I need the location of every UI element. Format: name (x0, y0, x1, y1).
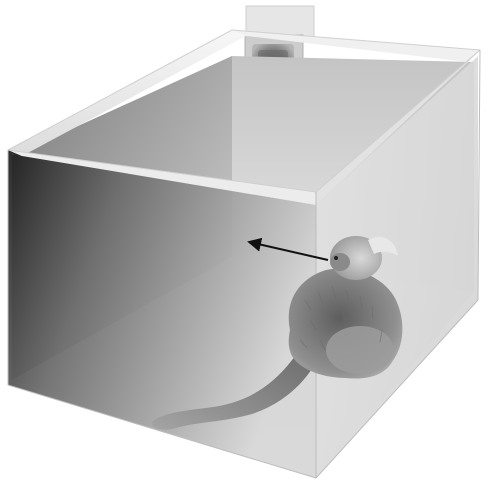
monkey-haunch (326, 326, 394, 374)
monkey-eye (334, 256, 338, 260)
monkey-face (330, 253, 350, 271)
